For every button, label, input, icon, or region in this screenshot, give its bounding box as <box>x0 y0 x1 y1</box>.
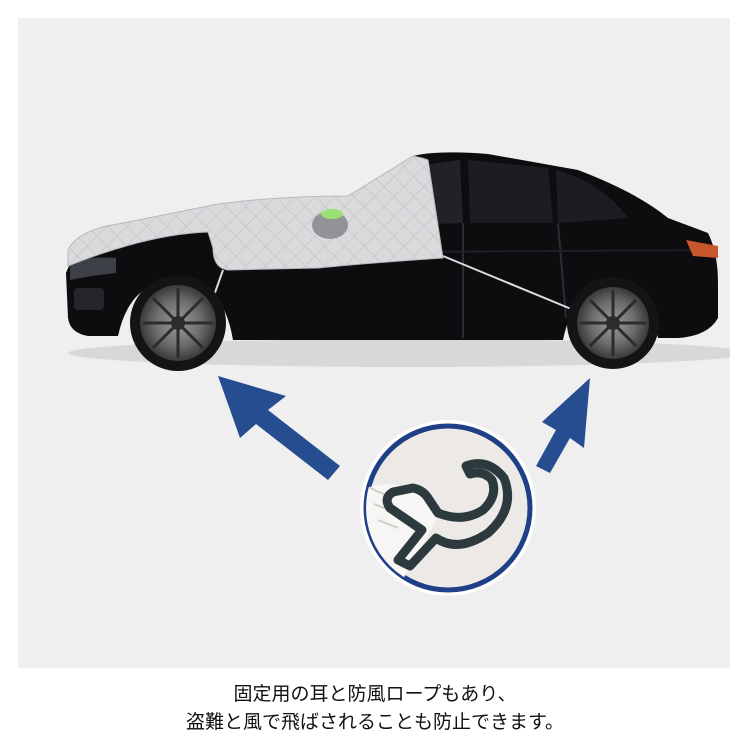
caption-line-2: 盗難と風で飛ばされることも防止できます。 <box>185 711 565 733</box>
caption: 固定用の耳と防風ロープもあり、 盗難と風で飛ばされることも防止できます。 <box>0 680 750 736</box>
product-photo <box>18 18 730 668</box>
hook-icon <box>382 459 513 571</box>
front-wheel <box>130 275 226 371</box>
right-arrow <box>536 378 590 473</box>
hook-inset <box>360 420 536 596</box>
car-cover <box>67 155 444 271</box>
left-arrow <box>218 376 340 480</box>
rear-wheel <box>567 277 659 369</box>
caption-line-1: 固定用の耳と防風ロープもあり、 <box>233 683 517 705</box>
rear-rope <box>442 255 594 319</box>
car-shadow <box>68 339 730 367</box>
